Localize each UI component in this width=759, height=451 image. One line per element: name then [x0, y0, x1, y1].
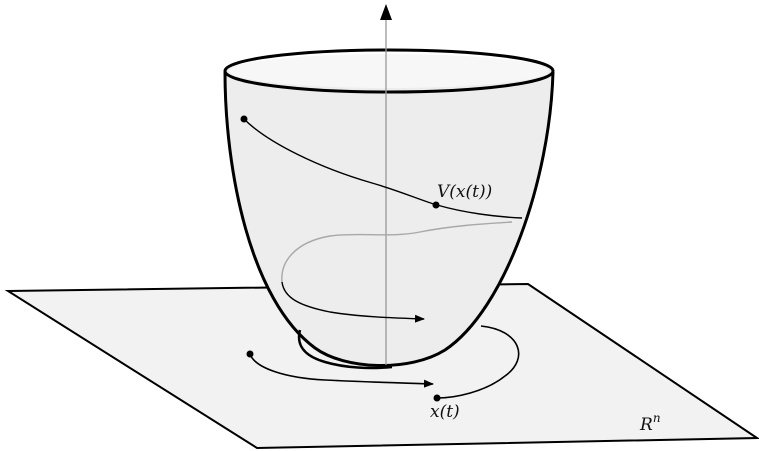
value-trajectory-hidden — [281, 221, 513, 283]
state-label: x(t) — [430, 402, 460, 422]
space-base: R — [639, 415, 653, 435]
space-exponent: n — [653, 411, 661, 425]
state-trajectory — [249, 353, 434, 388]
bowl-inner-rim — [229, 54, 549, 88]
space-label: Rn — [639, 411, 661, 435]
value-trajectory — [243, 118, 523, 219]
state-point — [433, 394, 441, 402]
state-start-point — [246, 350, 254, 358]
value-start-point — [240, 115, 248, 123]
lyapunov-value-label: V(x(t)) — [437, 182, 492, 202]
state-spiral-outer — [436, 325, 520, 399]
bowl-outline — [223, 71, 555, 367]
bowl-rim — [223, 48, 555, 94]
value-trajectory-lower — [281, 281, 425, 323]
value-point — [432, 201, 440, 209]
bowl-surface — [225, 55, 553, 366]
bowl-base-lip — [297, 329, 393, 370]
axis-arrowhead — [380, 4, 392, 20]
